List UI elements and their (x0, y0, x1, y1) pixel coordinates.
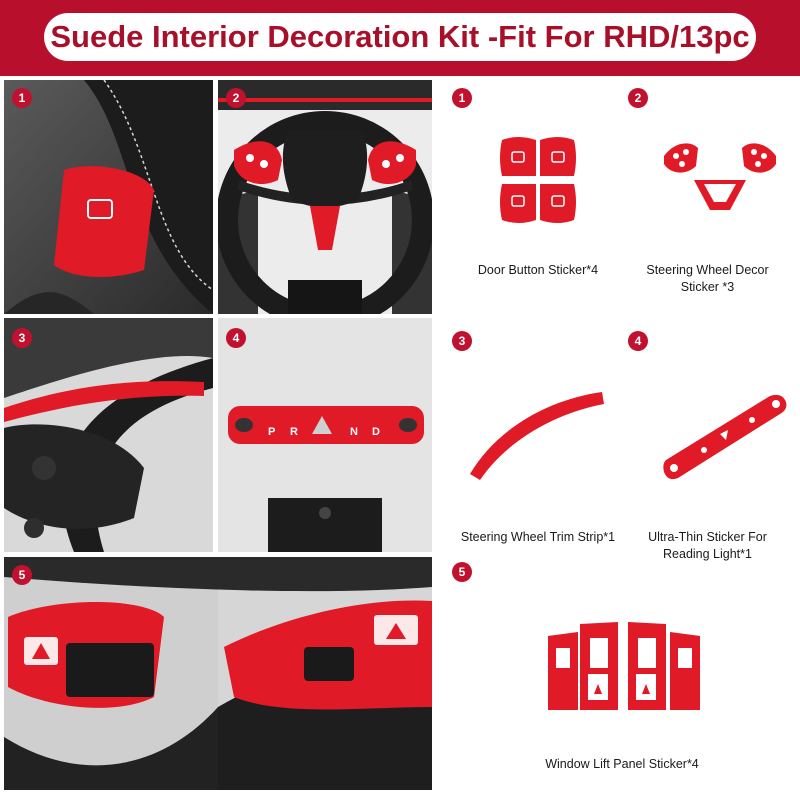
photo-reading-light: P R N D (218, 318, 432, 552)
badge-product-5: 5 (452, 562, 472, 582)
product-reading-light-sticker (660, 390, 790, 480)
photo-window-lift (4, 557, 432, 790)
photo-trim-strip (4, 318, 213, 552)
product-steering-wheel-decor (660, 136, 780, 216)
badge-product-2: 2 (628, 88, 648, 108)
page-title: Suede Interior Decoration Kit -Fit For R… (50, 19, 750, 54)
caption-steering-decor: Steering Wheel Decor Sticker *3 (615, 262, 800, 296)
badge-photo-3: 3 (12, 328, 32, 348)
product-door-button-stickers (498, 134, 578, 226)
photo-steering-wheel (218, 80, 432, 314)
caption-steering-decor-line2: Sticker *3 (680, 280, 735, 294)
gear-letters: P R N D (218, 426, 432, 446)
caption-reading-light-line1: Ultra-Thin Sticker For (648, 530, 767, 544)
badge-product-4: 4 (628, 331, 648, 351)
title-pill: Suede Interior Decoration Kit -Fit For R… (44, 13, 756, 61)
caption-trim-strip: Steering Wheel Trim Strip*1 (460, 530, 616, 544)
badge-photo-2: 2 (226, 88, 246, 108)
product-window-lift-stickers (548, 622, 700, 712)
badge-photo-4: 4 (226, 328, 246, 348)
photo-door-button (4, 80, 213, 314)
badge-product-3: 3 (452, 331, 472, 351)
badge-photo-1: 1 (12, 88, 32, 108)
caption-door-button: Door Button Sticker*4 (477, 263, 599, 277)
product-trim-strip (466, 390, 606, 480)
caption-steering-decor-line1: Steering Wheel Decor (646, 263, 769, 277)
gear-letter-d: D (372, 426, 380, 438)
gear-letter-p: P (268, 426, 276, 438)
caption-reading-light-line2: Reading Light*1 (663, 547, 752, 561)
badge-photo-5: 5 (12, 565, 32, 585)
gear-letter-n: N (350, 426, 358, 438)
gear-letter-r: R (290, 426, 298, 438)
badge-product-1: 1 (452, 88, 472, 108)
caption-window-lift: Window Lift Panel Sticker*4 (545, 757, 699, 771)
caption-reading-light: Ultra-Thin Sticker For Reading Light*1 (615, 529, 800, 563)
header-banner: Suede Interior Decoration Kit -Fit For R… (0, 0, 800, 76)
